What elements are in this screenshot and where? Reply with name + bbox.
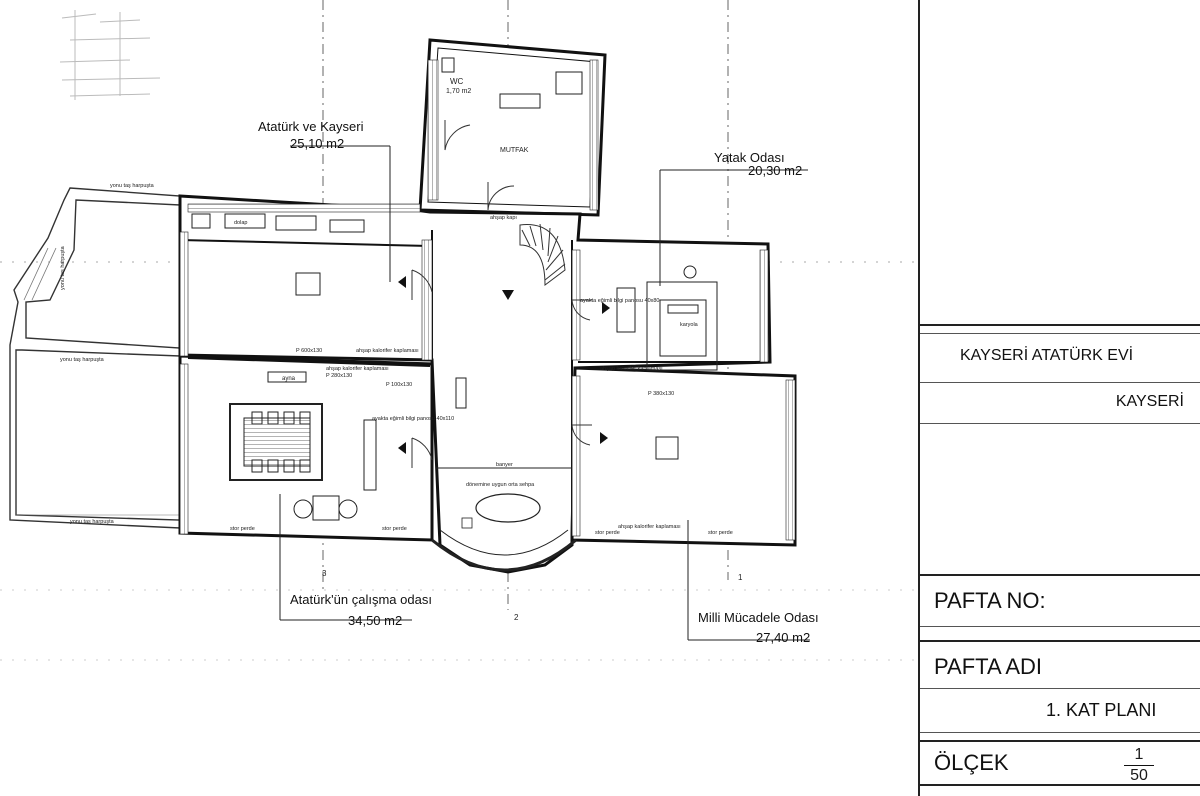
terrace-label-1: yonu taş harpuşta — [110, 183, 155, 189]
window-p2-label: P 280x130 — [326, 373, 352, 379]
sheet-name-label: PAFTA ADI — [934, 654, 1042, 679]
bed-label: karyola — [680, 322, 699, 328]
scale-fraction: 1 50 — [1124, 746, 1154, 785]
section-marker-3: 3 — [322, 569, 327, 578]
room-name-milli-mucadele-odasi: Milli Mücadele Odası — [698, 610, 819, 625]
room-area-calisma-odasi: 34,50 m2 — [348, 613, 402, 628]
leader-lines — [279, 145, 810, 641]
radiator-label-3: ahşap kalorifer kaplaması — [600, 366, 663, 372]
cabinet-label: dolap — [234, 220, 247, 226]
room-furniture — [191, 57, 718, 460]
staircase — [519, 223, 566, 286]
wc-area-label: 1,70 m2 — [446, 88, 471, 95]
room-area-milli-mucadele-odasi: 27,40 m2 — [756, 630, 810, 645]
floor-plan-drawing: Atatürk ve Kayseri 25,10 m2 Yatak Odası … — [0, 0, 918, 661]
entry-arrows — [398, 276, 610, 454]
radiator-label-4: ahşap kalorifer kaplaması — [618, 524, 681, 530]
wall-hatching — [179, 59, 796, 541]
blind-label-4: stor perde — [708, 530, 733, 536]
info-panel-label-1: ayakta eğimli bilgi panosu 40x80 — [580, 298, 660, 304]
section-marker-1: 1 — [738, 573, 743, 582]
doors — [411, 120, 592, 468]
window-p1-label: P 600x130 — [296, 348, 322, 354]
sheet-name: 1. KAT PLANI — [1046, 700, 1157, 720]
blind-label-2: stor perde — [382, 526, 407, 532]
work-room-furniture — [229, 371, 377, 521]
scale-label: ÖLÇEK — [934, 750, 1009, 775]
scale-numerator: 1 — [1134, 746, 1144, 763]
room-area-atatürk-ve-kayseri: 25,10 m2 — [290, 136, 344, 151]
terrace — [9, 187, 181, 529]
room-name-yatak-odasi: Yatak Odası — [714, 150, 785, 165]
window-p4-label: P 380x130 — [648, 391, 674, 397]
blind-label-3: stor perde — [595, 530, 620, 536]
title-block: KAYSERİ ATATÜRK EVİ KAYSERİ PAFTA NO: PA… — [918, 0, 1200, 796]
blind-label-1: stor perde — [230, 526, 255, 532]
wood-door-label: ahşap kapı — [490, 215, 517, 221]
bay-window — [431, 467, 577, 572]
center-table-label: dönemine uygun orta sehpa — [466, 482, 535, 488]
room-name-atatürk-ve-kayseri: Atatürk ve Kayseri — [258, 119, 364, 134]
room-name-calisma-odasi: Atatürk'ün çalışma odası — [290, 592, 432, 607]
city-name: KAYSERİ — [1115, 393, 1184, 410]
project-name: KAYSERİ ATATÜRK EVİ — [960, 347, 1134, 364]
wc-label: WC — [450, 77, 464, 86]
kitchen-label: MUTFAK — [500, 147, 529, 154]
window-p3-label: P 100x130 — [386, 382, 412, 388]
radiator-label-2: ahşap kalorifer kaplaması — [326, 366, 389, 372]
scale-denominator: 50 — [1130, 767, 1148, 784]
room-area-yatak-odasi: 20,30 m2 — [748, 163, 802, 178]
info-panel-label-2: ayakta eğimli bilgi panosu 40x110 — [372, 416, 454, 422]
section-marker-2: 2 — [514, 613, 519, 622]
terrace-label-4: yonu taş harpuşta — [60, 245, 66, 290]
bench-label: banyer — [496, 462, 513, 468]
radiator-label-1: ahşap kalorifer kaplaması — [356, 348, 419, 354]
terrace-label-2: yonu taş harpuşta — [60, 357, 105, 363]
scan-noise — [59, 10, 161, 100]
sheet-no-label: PAFTA NO: — [934, 588, 1046, 613]
mirror-label: ayna — [282, 376, 296, 382]
terrace-label-3: yonu taş harpuşta — [70, 519, 115, 525]
